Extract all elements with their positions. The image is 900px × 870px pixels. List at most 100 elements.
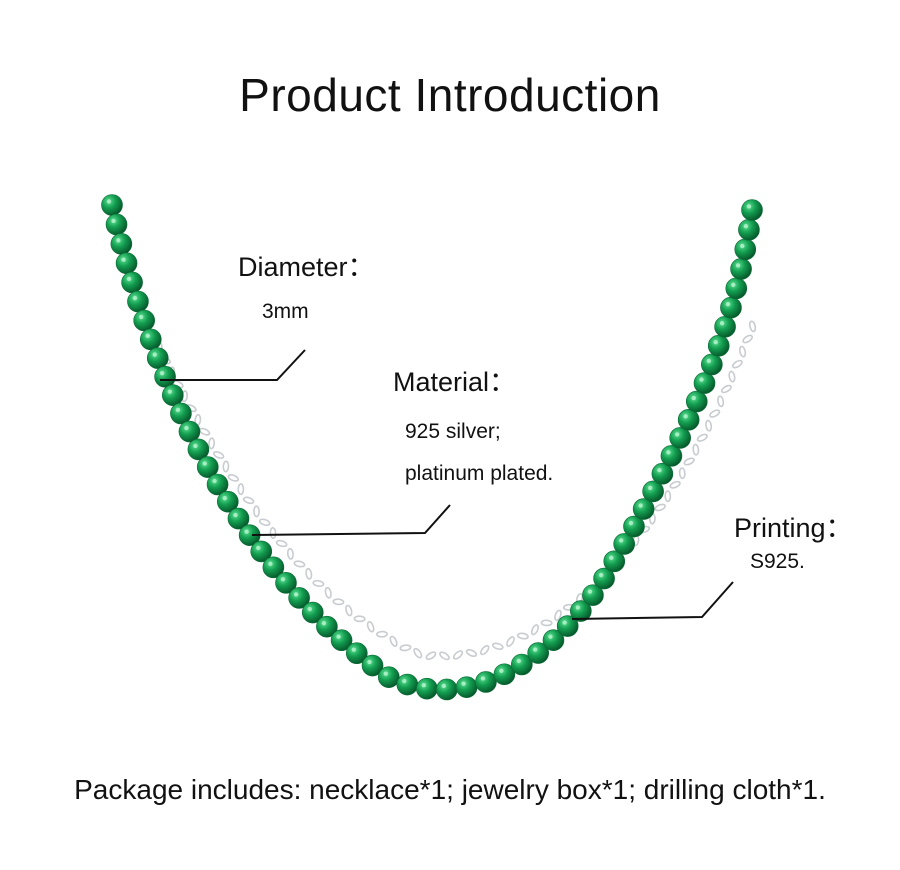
green-bead xyxy=(301,601,324,624)
chain-link xyxy=(293,560,306,568)
material-line-2: platinum plated. xyxy=(405,462,554,485)
bead-highlight xyxy=(587,589,593,594)
green-bead xyxy=(642,480,664,503)
bead-highlight xyxy=(441,683,447,689)
green-bead xyxy=(707,334,730,357)
bead-highlight xyxy=(383,671,388,676)
green-bead xyxy=(527,642,549,664)
chain-link xyxy=(738,345,747,358)
bead-highlight xyxy=(740,243,745,249)
chain-link xyxy=(452,650,464,660)
green-bead-strand xyxy=(101,194,763,701)
chain-link xyxy=(345,604,353,617)
chain-link xyxy=(669,480,681,489)
green-bead xyxy=(330,629,353,652)
green-bead xyxy=(187,438,210,461)
chain-link xyxy=(696,433,708,442)
green-bead xyxy=(511,653,533,676)
bead-highlight xyxy=(598,572,604,578)
green-bead xyxy=(603,550,626,573)
chain-link xyxy=(324,586,332,599)
bead-highlight xyxy=(743,224,749,229)
green-bead xyxy=(345,642,368,665)
chain-link xyxy=(731,359,743,369)
bead-highlight xyxy=(499,668,504,673)
green-bead xyxy=(685,390,708,413)
bead-highlight xyxy=(421,682,427,688)
bead-highlight xyxy=(132,295,138,301)
bead-highlight xyxy=(233,512,238,518)
bead-highlight xyxy=(674,432,680,437)
chain-link xyxy=(465,648,478,658)
bead-highlight xyxy=(280,577,286,582)
green-bead xyxy=(623,515,645,538)
green-bead xyxy=(121,271,143,294)
chain-link xyxy=(705,419,713,432)
bead-highlight xyxy=(516,658,522,664)
bead-highlight xyxy=(628,520,634,526)
green-bead xyxy=(154,365,176,388)
green-bead xyxy=(377,666,400,688)
bead-highlight xyxy=(212,478,217,484)
chain-link xyxy=(480,644,490,656)
bead-highlight xyxy=(638,503,643,508)
material-leader-line xyxy=(251,504,451,536)
chain-link xyxy=(709,409,721,418)
green-bead xyxy=(227,507,250,530)
green-bead xyxy=(651,462,674,485)
chain-link xyxy=(717,395,725,408)
green-bead xyxy=(542,629,565,651)
green-bead xyxy=(275,572,297,594)
bead-highlight xyxy=(683,414,688,419)
bead-highlight xyxy=(699,377,704,382)
green-bead xyxy=(570,600,592,622)
green-bead xyxy=(162,384,184,406)
bead-highlight xyxy=(321,620,327,626)
bead-highlight xyxy=(111,218,116,224)
chain-link xyxy=(748,320,757,333)
bead-highlight xyxy=(138,314,144,320)
bead-highlight xyxy=(746,204,752,209)
diameter-heading: Diameter： xyxy=(238,252,375,282)
green-bead xyxy=(493,663,516,686)
diameter-leader-line xyxy=(160,349,306,381)
green-bead xyxy=(133,309,155,332)
chain-link xyxy=(366,620,375,633)
bead-highlight xyxy=(116,238,121,243)
green-bead xyxy=(361,654,384,677)
printing-leader-line xyxy=(571,581,734,620)
green-bead xyxy=(582,584,604,606)
green-bead xyxy=(613,533,635,555)
chain-link xyxy=(742,334,754,344)
bead-highlight xyxy=(222,495,227,501)
chain-link xyxy=(286,547,294,560)
chain-link xyxy=(222,460,230,473)
green-bead xyxy=(677,408,700,431)
bead-highlight xyxy=(336,634,341,639)
green-bead xyxy=(556,615,579,637)
bead-highlight xyxy=(244,529,249,534)
bead-highlight xyxy=(461,681,466,686)
green-bead xyxy=(101,194,123,216)
green-bead xyxy=(436,678,458,701)
chain-link xyxy=(227,474,240,482)
bead-highlight xyxy=(307,606,312,612)
green-bead xyxy=(416,677,438,700)
bead-highlight xyxy=(167,389,173,394)
green-bead xyxy=(730,258,752,280)
bead-highlight xyxy=(706,358,712,364)
chain-link xyxy=(692,443,700,456)
green-bead xyxy=(475,671,497,693)
chain-link xyxy=(728,370,736,383)
chain-link xyxy=(237,483,245,496)
chain-link xyxy=(678,467,686,480)
bead-highlight xyxy=(145,333,150,339)
diameter-value: 3mm xyxy=(262,300,309,323)
bead-highlight xyxy=(575,605,581,610)
green-bead xyxy=(593,567,615,590)
chain-link xyxy=(312,579,325,587)
chain-link xyxy=(212,451,225,459)
bead-highlight xyxy=(293,592,299,597)
green-bead xyxy=(720,296,742,319)
